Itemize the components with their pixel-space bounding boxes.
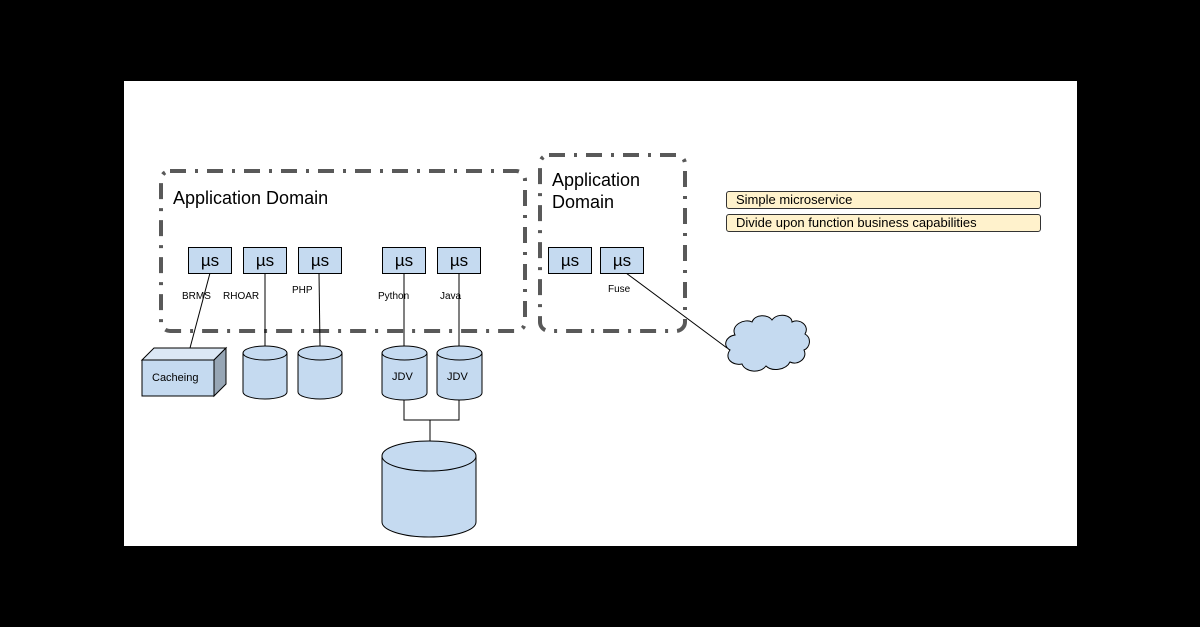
connector-fuse-cloud [625,272,728,349]
microservice-box-rhoar[interactable]: µs [243,247,287,274]
microservice-box-java[interactable]: µs [437,247,481,274]
connector-jdv-merge [403,400,460,421]
microservice-box-fuse[interactable]: µs [600,247,644,274]
note-divide-capabilities: Divide upon function business capabiliti… [726,214,1041,232]
connector-php-db [318,272,321,347]
database-icon-jdv-2 [436,345,483,401]
connector-brms-cache [189,272,211,349]
label-fuse: Fuse [608,284,631,295]
label-cacheing: Cacheing [152,372,199,384]
label-java: Java [440,291,462,302]
domain-title-left: Application Domain [173,188,329,208]
microservice-box-python[interactable]: µs [382,247,426,274]
label-jdv-1: JDV [392,371,413,383]
cube-icon [140,346,228,398]
database-icon-jdv-1 [381,345,428,401]
database-icon-php [297,345,343,400]
microservice-box-brms[interactable]: µs [188,247,232,274]
diagram-canvas [124,81,1077,546]
microservice-box-unlabeled[interactable]: µs [548,247,592,274]
domain-title-right-line2: Domain [552,192,615,212]
note-simple-microservice: Simple microservice [726,191,1041,209]
label-jdv-2: JDV [447,371,468,383]
domain-title-right-line1: Application [552,170,641,190]
database-icon-rhoar [242,345,288,400]
label-rhoar: RHOAR [223,291,260,302]
label-python: Python [378,291,410,302]
microservice-box-php[interactable]: µs [298,247,342,274]
database-icon-main [381,440,477,538]
domain-border-left [159,169,527,333]
label-php: PHP [292,285,313,296]
domain-border-right [538,153,687,333]
cloud-icon [725,314,810,372]
label-brms: BRMS [182,291,211,302]
